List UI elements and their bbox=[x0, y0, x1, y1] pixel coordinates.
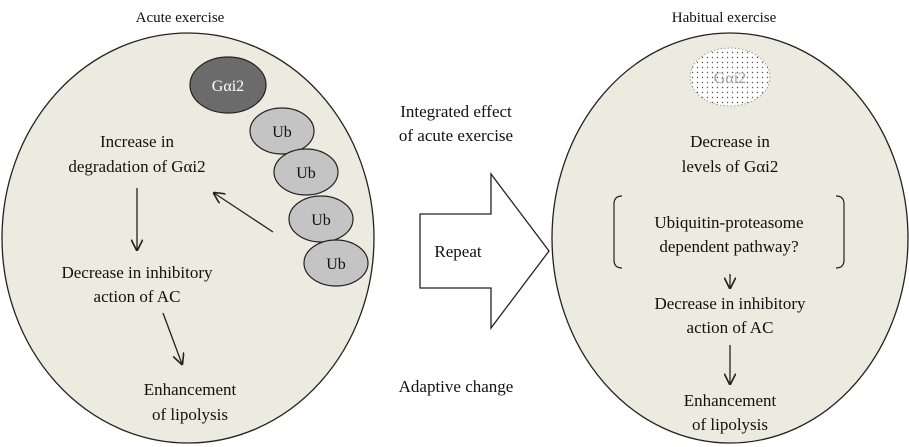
integrated-effect-line-2: of acute exercise bbox=[399, 126, 513, 145]
ubiquitin-3-label: Ub bbox=[311, 212, 331, 229]
decrease-levels-line-1: Decrease in bbox=[690, 132, 770, 151]
middle-transition: Integrated effect of acute exercise Repe… bbox=[399, 102, 550, 396]
ubiquitin-1 bbox=[249, 107, 315, 155]
adaptive-change-label: Adaptive change bbox=[399, 377, 514, 396]
arrow-decrease-to-enhancement bbox=[162, 312, 182, 364]
habitual-cell-ellipse bbox=[551, 32, 909, 444]
pathway-line-1: Ubiquitin-proteasome bbox=[654, 213, 803, 232]
decrease-action-line-1: Decrease in inhibitory bbox=[654, 294, 806, 313]
acute-exercise-title: Acute exercise bbox=[136, 10, 225, 26]
habitual-enhancement-line-1: Enhancement bbox=[684, 391, 777, 410]
pathway-line-2: dependent pathway? bbox=[659, 237, 798, 256]
pathway-left-bracket bbox=[613, 195, 623, 269]
ubiquitin-2-label: Ub bbox=[296, 165, 316, 182]
ubiquitin-4 bbox=[303, 239, 369, 287]
decrease-action-line-2: action of AC bbox=[687, 318, 774, 337]
integrated-effect-line-1: Integrated effect bbox=[400, 102, 512, 121]
enhancement-lipolysis-line-1: Enhancement bbox=[144, 380, 237, 399]
gai2-protein-label: Gαi2 bbox=[212, 78, 244, 95]
increase-degradation-line-2: degradation of Gαi2 bbox=[68, 157, 205, 176]
decrease-levels-line-2: levels of Gαi2 bbox=[682, 157, 779, 176]
habitual-enhancement-line-2: of lipolysis bbox=[692, 415, 768, 434]
increase-degradation-line-1: Increase in bbox=[100, 132, 175, 151]
enhancement-lipolysis-line-2: of lipolysis bbox=[152, 405, 228, 424]
repeat-label: Repeat bbox=[434, 242, 481, 261]
habitual-exercise-panel: Habitual exercise Gαi2 Decrease in level… bbox=[551, 10, 909, 444]
gai2-faded-protein bbox=[689, 47, 771, 107]
decrease-inhibitory-line-1: Decrease in inhibitory bbox=[61, 263, 213, 282]
gai2-protein bbox=[189, 56, 267, 114]
habitual-exercise-title: Habitual exercise bbox=[672, 10, 777, 26]
pathway-right-bracket bbox=[835, 195, 845, 269]
ubiquitin-4-label: Ub bbox=[326, 256, 346, 273]
repeat-arrow bbox=[419, 172, 550, 330]
decrease-inhibitory-line-2: action of AC bbox=[94, 287, 181, 306]
ubiquitin-1-label: Ub bbox=[272, 124, 292, 141]
arrow-ub-to-degradation bbox=[214, 193, 274, 233]
ubiquitin-2 bbox=[273, 148, 339, 196]
acute-exercise-panel: Acute exercise Gαi2 Ub Ub Ub Ub Increase… bbox=[1, 10, 375, 444]
gai2-faded-label: Gαi2 bbox=[714, 70, 746, 87]
